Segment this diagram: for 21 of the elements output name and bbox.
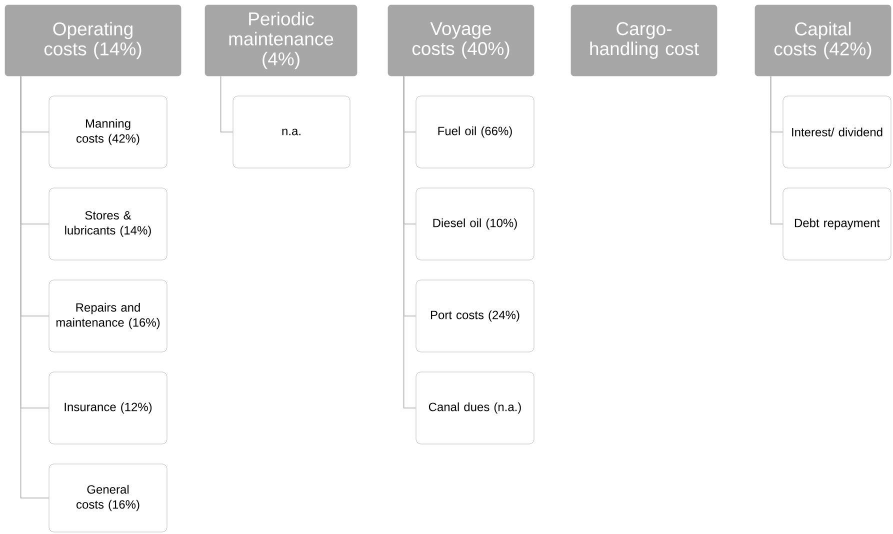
cost-box: General costs (16%) bbox=[48, 464, 168, 532]
category-header: Capital costs (42%) bbox=[754, 4, 892, 76]
cost-box: Manning costs (42%) bbox=[48, 96, 168, 168]
cost-box: Stores & lubricants (14%) bbox=[48, 188, 168, 260]
category-header: Operating costs (14%) bbox=[4, 4, 182, 76]
category-header: Voyage costs (40%) bbox=[388, 4, 534, 76]
cost-box: Debt repayment bbox=[782, 188, 892, 260]
cost-box: n.a. bbox=[232, 96, 350, 168]
connector-line bbox=[403, 76, 416, 408]
connector-line bbox=[770, 76, 784, 224]
cost-box: Repairs and maintenance (16%) bbox=[48, 280, 168, 352]
category-header: Cargo-handling cost bbox=[570, 4, 718, 76]
cost-box: Interest/ dividend bbox=[782, 96, 892, 168]
cost-box: Port costs (24%) bbox=[416, 280, 534, 352]
cost-box: Diesel oil (10%) bbox=[416, 188, 534, 260]
category-header: Periodic maintenance (4%) bbox=[204, 4, 358, 76]
cost-box: Fuel oil (66%) bbox=[416, 96, 534, 168]
connector-line bbox=[20, 76, 50, 498]
cost-box: Insurance (12%) bbox=[48, 372, 168, 444]
cost-box: Canal dues (n.a.) bbox=[416, 372, 534, 444]
connector-line bbox=[220, 76, 234, 132]
